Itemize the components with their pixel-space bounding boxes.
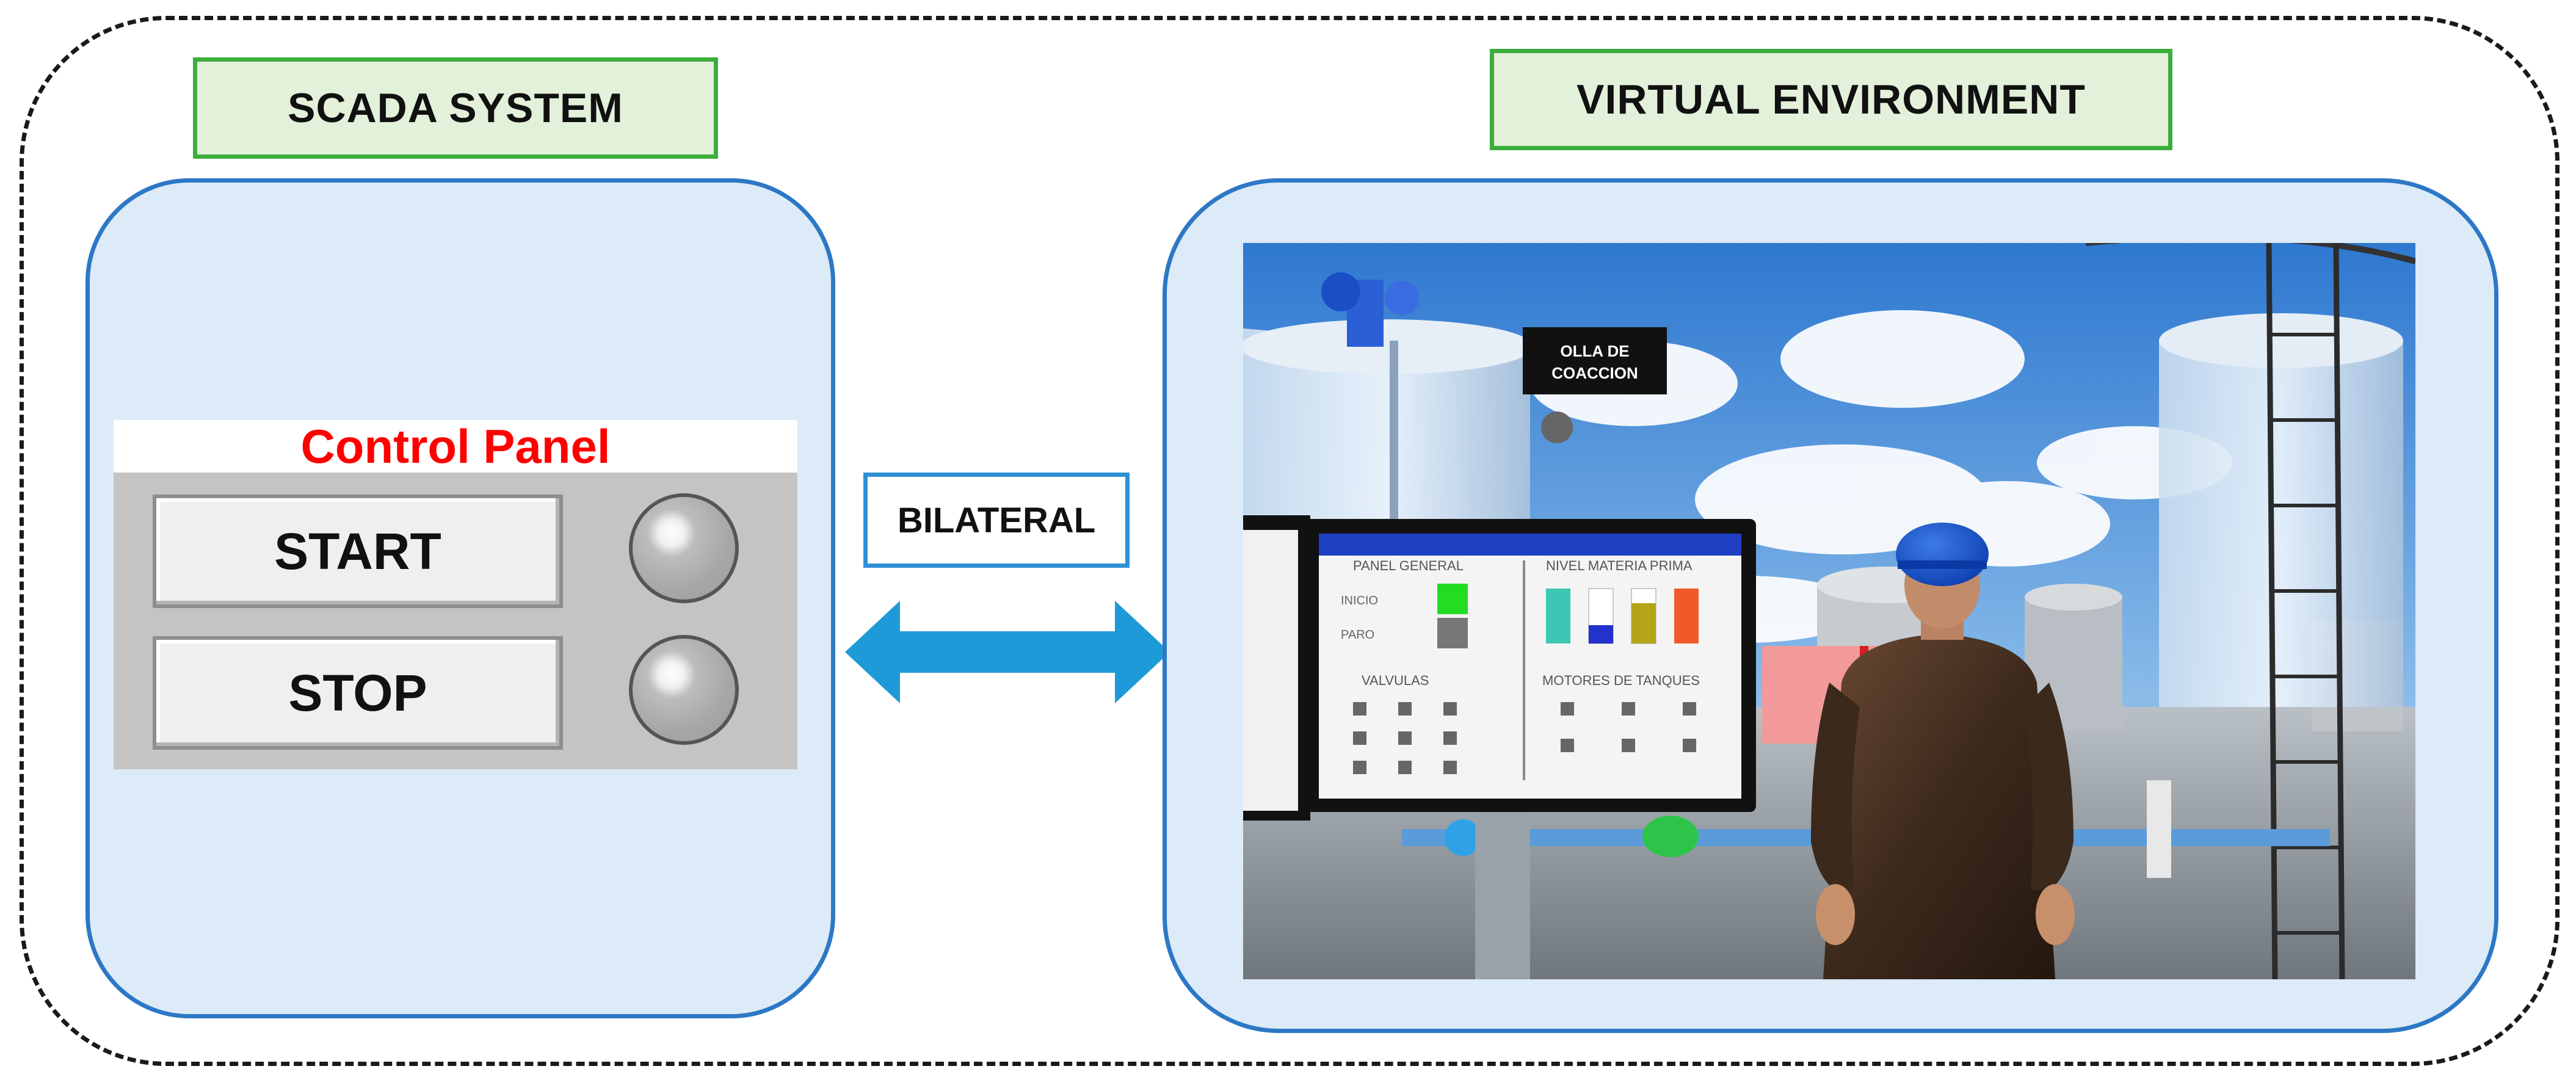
svg-text:MOTORES DE TANQUES: MOTORES DE TANQUES bbox=[1542, 673, 1700, 688]
virtual-plant-scene: OLLA DE COACCION PANEL GENERAL INICIO PA… bbox=[1243, 243, 2415, 979]
svg-text:NIVEL MATERIA PRIMA: NIVEL MATERIA PRIMA bbox=[1546, 558, 1693, 573]
svg-text:COACCION: COACCION bbox=[1551, 364, 1638, 382]
svg-text:OLLA DE: OLLA DE bbox=[1560, 342, 1629, 360]
start-indicator-lamp bbox=[629, 493, 739, 603]
hmi-panel: PANEL GENERAL INICIO PARO NIVEL MATERIA … bbox=[1304, 519, 1756, 812]
svg-text:PANEL GENERAL: PANEL GENERAL bbox=[1353, 558, 1464, 573]
scada-system-title: SCADA SYSTEM bbox=[193, 57, 718, 159]
virtual-environment-title: VIRTUAL ENVIRONMENT bbox=[1490, 49, 2172, 150]
svg-text:PARO: PARO bbox=[1341, 628, 1374, 642]
right-water-tower bbox=[2086, 243, 2415, 979]
stop-indicator-lamp bbox=[629, 635, 739, 745]
svg-text:INICIO: INICIO bbox=[1341, 594, 1378, 607]
worker-avatar bbox=[1811, 523, 2075, 979]
start-button[interactable]: START bbox=[153, 495, 563, 608]
bidirectional-arrow-icon bbox=[845, 601, 1170, 703]
olla-de-coaccion-sign: OLLA DE COACCION bbox=[1523, 327, 1667, 443]
hmi-stand bbox=[1475, 811, 1530, 979]
control-panel-title: Control Panel bbox=[114, 419, 797, 473]
stop-button[interactable]: STOP bbox=[153, 636, 563, 750]
bilateral-label: BILATERAL bbox=[863, 473, 1130, 568]
svg-text:VALVULAS: VALVULAS bbox=[1362, 673, 1429, 688]
hmi-left-partial bbox=[1243, 515, 1310, 821]
system-boundary bbox=[20, 16, 2560, 1066]
